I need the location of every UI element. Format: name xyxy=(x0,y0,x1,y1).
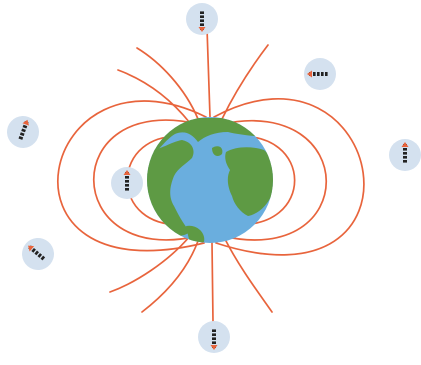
compass-top xyxy=(186,3,218,35)
field-line-right-3 xyxy=(213,98,365,256)
field-line-left-2 xyxy=(92,119,199,241)
field-line-bottom-2 xyxy=(141,240,199,313)
field-line-top-3 xyxy=(221,44,269,120)
compass-right xyxy=(389,139,421,171)
compass-bottom xyxy=(198,321,230,353)
field-line-left-3 xyxy=(57,100,207,252)
field-line-top-4 xyxy=(117,69,191,124)
compass-upper-right xyxy=(304,58,336,90)
compass-lower-left xyxy=(15,231,61,277)
field-line-bottom-1 xyxy=(211,242,214,323)
compass-inner-left xyxy=(111,167,143,199)
field-line-right-1 xyxy=(231,135,296,226)
field-line-bottom-4 xyxy=(109,235,191,293)
field-line-top-1 xyxy=(206,27,211,118)
field-line-bottom-3 xyxy=(225,240,273,313)
field-line-top-2 xyxy=(136,47,199,120)
field-lines xyxy=(57,27,365,323)
compass-left xyxy=(2,111,44,153)
field-line-right-2 xyxy=(221,119,328,241)
earth-globe xyxy=(147,117,273,243)
